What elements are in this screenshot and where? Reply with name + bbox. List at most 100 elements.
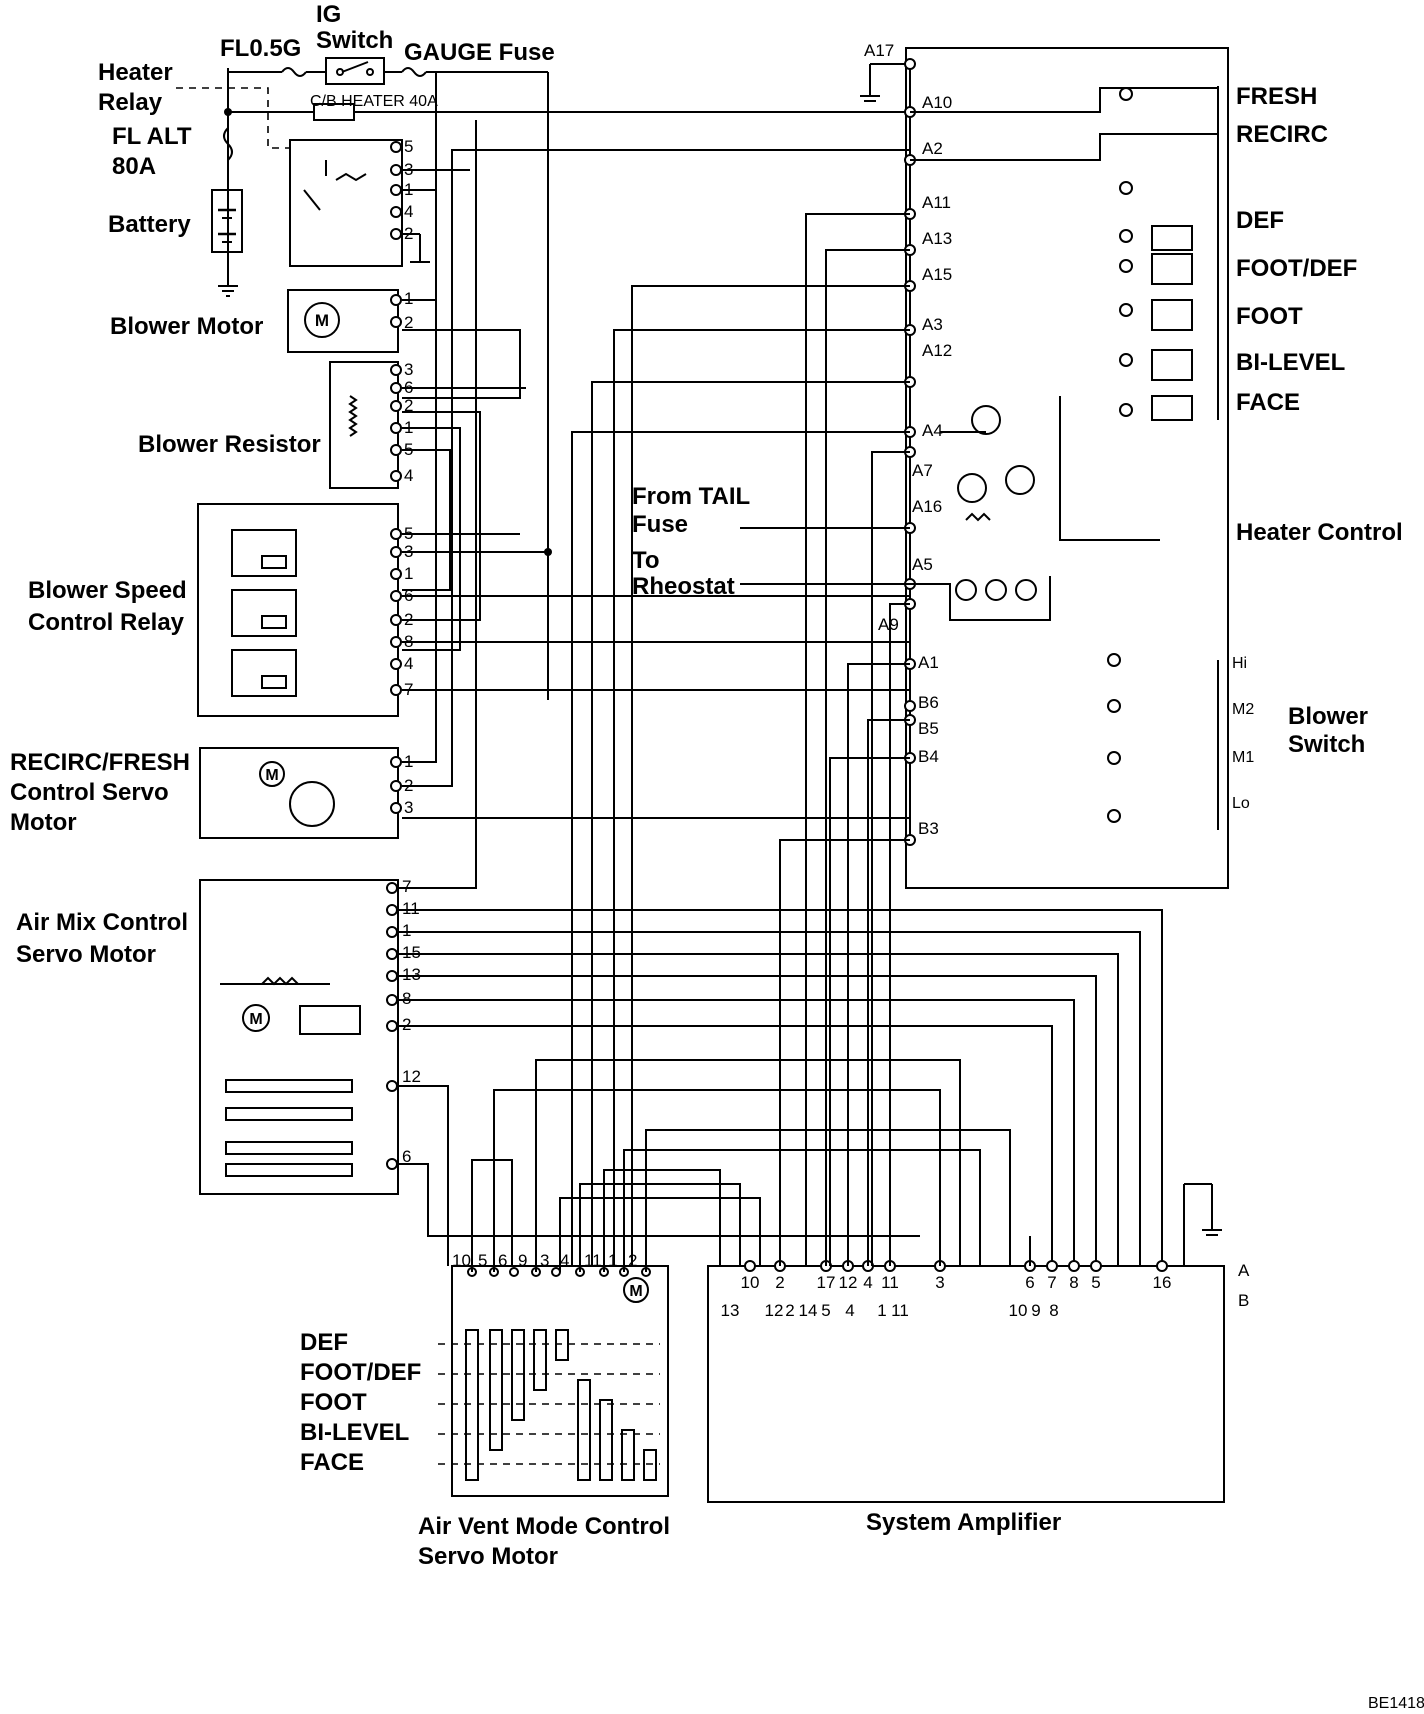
to-rheostat-label-2: Rheostat — [632, 573, 735, 600]
vent-contact-bar — [621, 1429, 635, 1481]
amp-pin-a-label: 4 — [863, 1273, 872, 1292]
air-mix-pin: 2 — [402, 1015, 411, 1034]
air-vent-pin: 6 — [498, 1251, 507, 1270]
amp-pin-a-label: 7 — [1047, 1273, 1056, 1292]
motor-letter: M — [265, 767, 278, 784]
ig-switch-label-2: Switch — [316, 27, 393, 54]
hc-pin-a12: A12 — [922, 341, 952, 360]
mode-label-def: DEF — [1236, 207, 1284, 234]
recirc-servo-label-1: RECIRC/FRESH — [10, 749, 190, 776]
mode-switch-face — [1151, 395, 1193, 421]
amp-pin-a-terminal — [744, 1260, 756, 1272]
hc-pin-b5: B5 — [918, 719, 939, 738]
mode-switch-bank: FRESH RECIRC DEF FOOT/DEF FOOT BI-LEVEL … — [910, 83, 1357, 421]
air-vent-pin: 5 — [478, 1251, 487, 1270]
blower-resistor-pin: 4 — [404, 466, 413, 485]
battery-label: Battery — [108, 211, 191, 238]
amp-pin-b-label: 2 — [785, 1301, 794, 1320]
blower-resistor-pin: 2 — [404, 396, 413, 415]
amp-pin-b-label: 12 — [765, 1301, 784, 1320]
air-vent-pin: 10 — [452, 1251, 471, 1270]
amp-pin-b-label: 13 — [721, 1301, 740, 1320]
hc-pin-a17: A17 — [864, 41, 894, 60]
hc-pin-a2: A2 — [922, 139, 943, 158]
amp-row-letter-a: A — [1238, 1261, 1250, 1280]
heater-control-amplifier-circuit — [910, 396, 1160, 621]
vent-contact-bar — [465, 1329, 479, 1481]
blower-resistor-label: Blower Resistor — [138, 431, 321, 458]
transistor-2 — [1005, 465, 1035, 495]
speed-relay-box — [197, 503, 399, 717]
blower-switch-label-1: Blower — [1288, 703, 1368, 730]
vent-contact-bar — [555, 1329, 569, 1361]
heater-relay-coil — [335, 172, 367, 182]
speed-relay-pin: 1 — [404, 564, 413, 583]
vent-mode-bi-level: BI-LEVEL — [300, 1419, 409, 1446]
hc-pin-b4: B4 — [918, 747, 939, 766]
air-mix-servo-motor: Air Mix Control Servo Motor M 7 11 1 15 … — [16, 120, 1163, 1266]
amp-pin-a-label: 6 — [1025, 1273, 1034, 1292]
indicator-lamp — [1119, 303, 1133, 317]
blower-switch-pos-m2: M2 — [1232, 701, 1254, 718]
amp-pin-b-label: 4 — [845, 1301, 854, 1320]
air-mix-pin: 15 — [402, 943, 421, 962]
heater-relay: 5 3 1 4 2 — [289, 72, 470, 300]
blower-switch-pos-hi: Hi — [1232, 655, 1247, 672]
amp-pin-a-label: 5 — [1091, 1273, 1100, 1292]
to-rheostat-label-1: To — [632, 547, 660, 574]
harness-wires — [493, 213, 1031, 1272]
blower-resistor: Blower Resistor 3 6 2 1 5 4 — [138, 360, 526, 651]
mode-switch-bi-level — [1151, 349, 1193, 381]
hc-pin-a15: A15 — [922, 265, 952, 284]
air-vent-pin: 3 — [540, 1251, 549, 1270]
vent-mode-face: FACE — [300, 1449, 364, 1476]
air-vent-pin: 9 — [518, 1251, 527, 1270]
vent-mode-foot: FOOT — [300, 1389, 367, 1416]
speed-relay-2 — [231, 589, 297, 637]
air-mix-contact-4 — [225, 1163, 353, 1177]
motor-letter: M — [249, 1011, 262, 1028]
vent-contact-bar — [511, 1329, 525, 1421]
amp-pin-a-label: 8 — [1069, 1273, 1078, 1292]
vent-contact-bar — [533, 1329, 547, 1391]
air-vent-label-1: Air Vent Mode Control — [418, 1513, 670, 1540]
air-mix-label-2: Servo Motor — [16, 941, 156, 968]
hc-pin-a10: A10 — [922, 93, 952, 112]
vent-contact-bar — [489, 1329, 503, 1451]
recirc-servo-cam — [289, 781, 335, 827]
air-mix-gear — [299, 1005, 361, 1035]
air-vent-motor-symbol — [623, 1277, 649, 1303]
hc-pin-a16: A16 — [912, 497, 942, 516]
hc-pin-a7: A7 — [912, 461, 933, 480]
fl-alt-label-2: 80A — [112, 153, 156, 180]
fl05g-label: FL0.5G — [220, 35, 301, 62]
transistor-1 — [971, 405, 1001, 435]
speed-relay-1 — [231, 529, 297, 577]
heater-relay-box — [289, 139, 403, 267]
amp-pin-a-terminal — [1156, 1260, 1168, 1272]
gauge-fuse-symbol — [401, 67, 427, 77]
indicator-lamp — [985, 579, 1007, 601]
fl05g-fuse-symbol — [281, 67, 307, 77]
amp-pin-a-label: 11 — [881, 1273, 899, 1292]
amp-pin-a-label: 16 — [1153, 1273, 1172, 1292]
mode-switch-def — [1151, 225, 1193, 251]
amp-pin-b-label: 14 — [799, 1301, 818, 1320]
resistor — [965, 512, 991, 522]
heater-relay-pin: 5 — [404, 137, 413, 156]
gauge-fuse-label: GAUGE Fuse — [404, 39, 555, 66]
air-vent-pin: 1 — [608, 1251, 617, 1270]
blower-resistor-box — [329, 361, 399, 489]
amp-pin-a-label: 10 — [741, 1273, 760, 1292]
air-mix-pin: 13 — [402, 965, 421, 984]
hc-pin-a4: A4 — [922, 421, 943, 440]
air-mix-potentiometer — [220, 976, 330, 986]
hc-pin-b3: B3 — [918, 819, 939, 838]
heater-relay-contact — [303, 189, 321, 211]
indicator-lamp — [1119, 87, 1133, 101]
air-mix-motor-symbol — [242, 1004, 270, 1032]
heater-control-label: Heater Control — [1236, 519, 1403, 546]
amp-pin-a-label: 2 — [775, 1273, 784, 1292]
ig-switch-label-1: IG — [316, 1, 341, 28]
